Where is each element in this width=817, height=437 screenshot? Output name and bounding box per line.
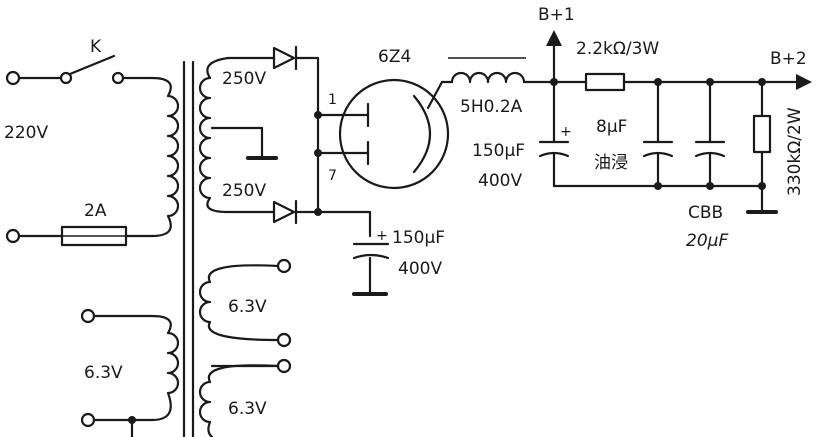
diode-top bbox=[272, 45, 320, 71]
b-plus-2-rail: B+2 bbox=[770, 49, 812, 90]
cap-cbb-value-label: 20μF bbox=[686, 231, 728, 251]
oil-capacitor: 8μF 油浸 bbox=[594, 78, 674, 188]
resistor-bleeder-label: 330kΩ/2W bbox=[785, 107, 805, 196]
fuse-label: 2A bbox=[84, 201, 107, 221]
choke-5h: 5H0.2A bbox=[440, 57, 588, 117]
filament-winding-2: 6.3V bbox=[198, 358, 292, 437]
bleeder-resistor: 330kΩ/2W bbox=[746, 78, 805, 214]
tube-pin-7-label: 7 bbox=[328, 168, 337, 184]
series-resistor: 2.2kΩ/3W bbox=[576, 39, 802, 92]
primary-filament-label: 6.3V bbox=[84, 363, 123, 383]
rail-2-label: B+2 bbox=[770, 49, 807, 69]
cap-main-plus: + bbox=[560, 124, 572, 140]
input-capacitor: + 150μF 400V bbox=[352, 228, 445, 296]
filament-winding-1: 6.3V bbox=[198, 258, 292, 348]
hv-bottom-label: 250V bbox=[222, 181, 266, 201]
tube-pin-1-label: 1 bbox=[328, 92, 337, 108]
fuse-2a: 2A bbox=[60, 201, 128, 247]
rail-1-label: B+1 bbox=[538, 5, 575, 25]
ground-bus bbox=[552, 182, 766, 190]
filament-1-label: 6.3V bbox=[228, 297, 267, 317]
hv-secondary: 250V 250V bbox=[198, 56, 278, 214]
choke-label: 5H0.2A bbox=[460, 97, 523, 117]
primary-filament-winding: 6.3V bbox=[80, 308, 180, 437]
filament-2-label: 6.3V bbox=[228, 399, 267, 419]
cap-cbb-type-label: CBB bbox=[688, 203, 723, 223]
switch-label: K bbox=[90, 37, 102, 57]
diode-bottom bbox=[272, 199, 320, 225]
cbb-capacitor: CBB 20μF bbox=[686, 78, 728, 251]
switch-k: K bbox=[59, 37, 125, 85]
hv-top-label: 250V bbox=[222, 69, 266, 89]
cap-oil-value-label: 8μF bbox=[596, 117, 627, 137]
cap-main-voltage-label: 400V bbox=[478, 171, 522, 191]
mains-voltage-label: 220V bbox=[4, 123, 48, 143]
cap-in-plus: + bbox=[376, 228, 388, 244]
main-filter-capacitor: + 150μF 400V bbox=[472, 80, 572, 191]
tube-label: 6Z4 bbox=[378, 47, 411, 67]
rectifier-tube-6z4: 6Z4 bbox=[338, 47, 450, 190]
cap-oil-type-label: 油浸 bbox=[594, 153, 628, 173]
cap-in-value-label: 150μF bbox=[392, 228, 445, 248]
resistor-series-label: 2.2kΩ/3W bbox=[576, 39, 659, 59]
cap-in-voltage-label: 400V bbox=[398, 259, 442, 279]
mains-terminal-bottom bbox=[5, 228, 21, 244]
mains-terminal-top bbox=[5, 70, 21, 86]
mains-input: 220V K 2A bbox=[4, 37, 154, 247]
transformer-primary bbox=[150, 60, 195, 437]
b-plus-1-rail: B+1 bbox=[538, 5, 575, 86]
cap-main-value-label: 150μF bbox=[472, 141, 525, 161]
